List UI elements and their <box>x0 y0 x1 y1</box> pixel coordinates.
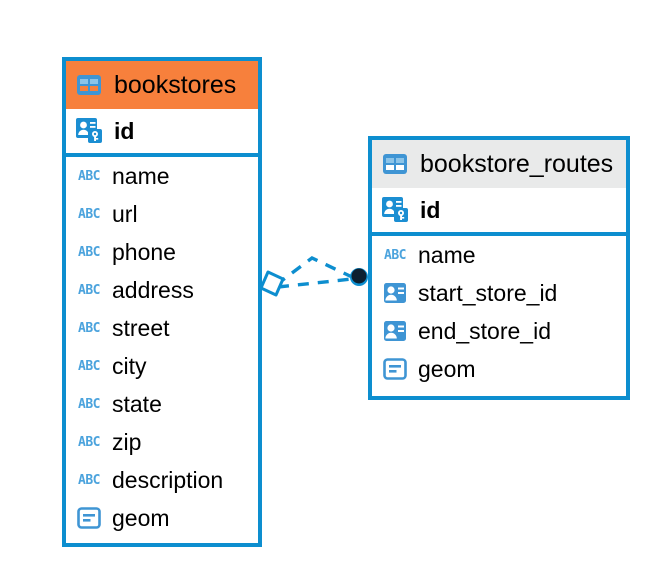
field-label-start-store-id: start_store_id <box>418 279 558 306</box>
field-row-name[interactable]: ABC name <box>372 236 626 274</box>
foreign-key-icon <box>381 317 409 345</box>
abc-glyph: ABC <box>78 396 100 412</box>
abc-glyph: ABC <box>78 358 100 374</box>
filled-circle-marker[interactable] <box>351 268 367 284</box>
abc-text-icon: ABC <box>75 428 103 456</box>
field-label-description: description <box>112 466 224 493</box>
field-label-phone: phone <box>112 238 176 265</box>
table-grid-icon <box>381 150 409 178</box>
abc-glyph: ABC <box>384 247 406 263</box>
abc-text-icon: ABC <box>75 314 103 342</box>
field-label-address: address <box>112 276 194 303</box>
primary-key-icon <box>381 195 411 225</box>
geometry-icon <box>75 504 103 532</box>
circle-marker-ring <box>350 268 368 286</box>
field-label-geom: geom <box>418 355 476 382</box>
field-label-id: id <box>114 117 135 144</box>
foreign-key-icon <box>381 279 409 307</box>
field-row-description[interactable]: ABC description <box>66 461 258 499</box>
entity-title-bookstores: bookstores <box>114 70 237 99</box>
abc-glyph: ABC <box>78 244 100 260</box>
abc-text-icon: ABC <box>381 241 409 269</box>
diamond-marker[interactable] <box>259 270 285 297</box>
field-row-geom[interactable]: geom <box>66 499 258 537</box>
field-label-state: state <box>112 390 162 417</box>
field-row-state[interactable]: ABC state <box>66 385 258 423</box>
geometry-icon <box>381 355 409 383</box>
entity-table-bookstores[interactable]: bookstores id A <box>62 57 262 547</box>
field-label-name: name <box>112 162 170 189</box>
field-row-street[interactable]: ABC street <box>66 309 258 347</box>
field-row-end-store-id[interactable]: end_store_id <box>372 312 626 350</box>
abc-glyph: ABC <box>78 282 100 298</box>
relationship-line-lower <box>277 277 353 289</box>
field-row-id[interactable]: id <box>372 188 626 236</box>
abc-glyph: ABC <box>78 434 100 450</box>
abc-text-icon: ABC <box>75 238 103 266</box>
field-row-zip[interactable]: ABC zip <box>66 423 258 461</box>
entity-header-bookstore-routes[interactable]: bookstore_routes <box>372 140 626 188</box>
abc-text-icon: ABC <box>75 390 103 418</box>
field-row-city[interactable]: ABC city <box>66 347 258 385</box>
field-label-city: city <box>112 352 147 379</box>
abc-text-icon: ABC <box>75 466 103 494</box>
table-grid-icon <box>75 71 103 99</box>
abc-text-icon: ABC <box>75 276 103 304</box>
field-label-street: street <box>112 314 170 341</box>
abc-text-icon: ABC <box>75 200 103 228</box>
field-row-geom[interactable]: geom <box>372 350 626 388</box>
field-label-name: name <box>418 241 476 268</box>
field-label-url: url <box>112 200 138 227</box>
field-row-id[interactable]: id <box>66 109 258 157</box>
field-row-name[interactable]: ABC name <box>66 157 258 195</box>
field-label-id: id <box>420 196 441 223</box>
entity-header-bookstores[interactable]: bookstores <box>66 61 258 109</box>
entity-title-bookstore-routes: bookstore_routes <box>420 149 614 178</box>
abc-glyph: ABC <box>78 168 100 184</box>
primary-key-icon <box>75 116 105 146</box>
abc-glyph: ABC <box>78 472 100 488</box>
relationship-line-upper <box>274 256 353 287</box>
abc-glyph: ABC <box>78 206 100 222</box>
abc-text-icon: ABC <box>75 352 103 380</box>
field-label-end-store-id: end_store_id <box>418 317 551 344</box>
field-row-phone[interactable]: ABC phone <box>66 233 258 271</box>
field-row-address[interactable]: ABC address <box>66 271 258 309</box>
field-row-start-store-id[interactable]: start_store_id <box>372 274 626 312</box>
abc-text-icon: ABC <box>75 162 103 190</box>
field-label-geom: geom <box>112 504 170 531</box>
field-row-url[interactable]: ABC url <box>66 195 258 233</box>
entity-table-bookstore-routes[interactable]: bookstore_routes id <box>368 136 630 400</box>
field-label-zip: zip <box>112 428 142 455</box>
abc-glyph: ABC <box>78 320 100 336</box>
